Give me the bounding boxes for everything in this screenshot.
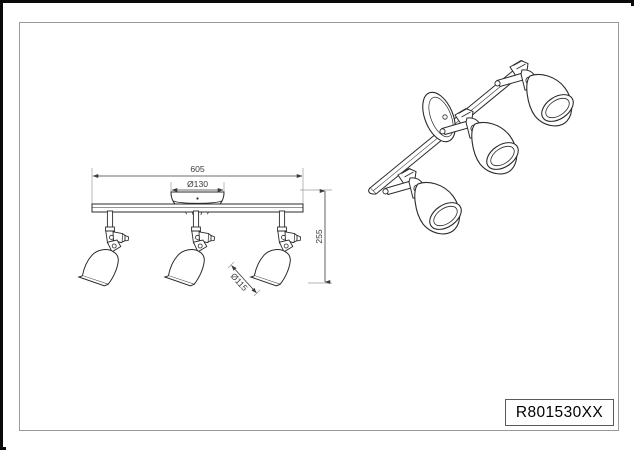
dimension-overall-width: 605 [91,164,304,206]
dimension-label-overall-height: 255 [314,229,324,244]
perspective-ceiling-canopy [422,91,456,143]
dimension-label-overall-width: 605 [190,164,205,174]
dimension-label-canopy-diameter: Ø130 [187,179,208,189]
dimension-label-shade-diameter: Ø115 [229,271,250,293]
dimension-overall-height: 255 [300,189,332,284]
product-code: R801530XX [515,403,604,421]
spotlight-right [250,210,302,287]
front-elevation-view: 605 Ø130 [78,164,332,297]
perspective-view [368,59,579,236]
spotlight-left [78,210,130,287]
spotlight-center [164,210,216,287]
title-block: R801530XX [505,399,614,426]
perspective-spotlight-upper [494,59,579,128]
drawing-frame-border [19,22,619,431]
